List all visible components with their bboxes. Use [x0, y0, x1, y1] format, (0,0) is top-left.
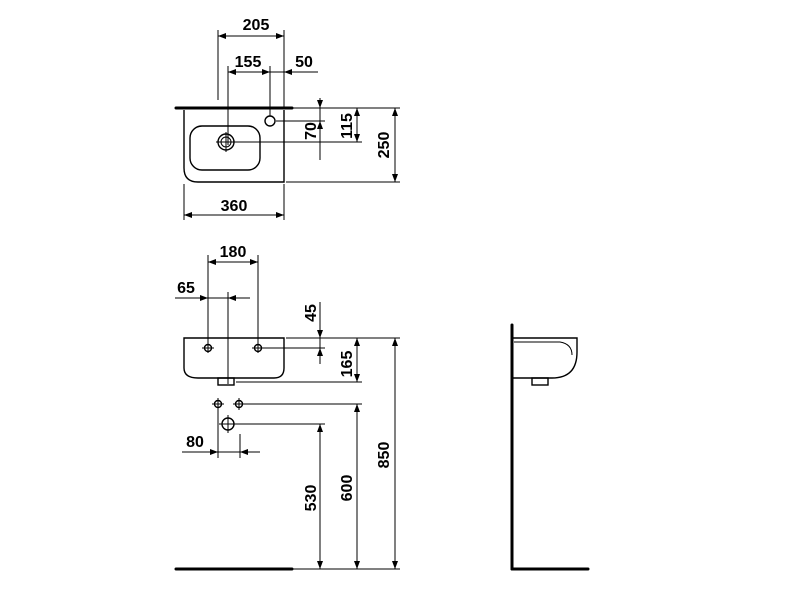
dim-top-depth-tap: 70 — [303, 122, 320, 140]
top-view-basin-outline — [183, 110, 285, 183]
dim-front-bolt-offset: 65 — [177, 280, 195, 297]
dim-front-bolt-height: 45 — [303, 304, 320, 322]
dim-top-width: 205 — [243, 17, 270, 34]
front-view-basin-outline — [183, 337, 285, 379]
dim-top-depth-hole: 115 — [339, 113, 356, 139]
dim-top-depth: 250 — [376, 132, 393, 159]
dim-top-tap-offset: 155 — [235, 54, 262, 71]
dim-supply-height: 600 — [339, 475, 356, 502]
dim-basin-height: 850 — [376, 442, 393, 469]
side-view-waste-outlet — [531, 377, 549, 386]
top-view-inner-bowl — [189, 125, 261, 171]
dim-top-length: 360 — [221, 198, 248, 215]
dim-front-bolt-spacing: 180 — [220, 244, 247, 261]
dim-waste-height: 530 — [303, 485, 320, 512]
side-view — [510, 323, 590, 571]
front-view: 180 65 45 165 — [174, 244, 400, 571]
top-view-tap-hole — [264, 115, 276, 127]
dim-front-height: 165 — [339, 351, 356, 378]
top-view: 205 155 50 70 115 250 36 — [174, 17, 400, 220]
front-view-waste-outlet — [217, 377, 235, 386]
dim-top-tap-edge: 50 — [295, 54, 313, 71]
dim-waste-offset: 80 — [186, 434, 204, 451]
side-view-basin-outline — [512, 337, 578, 379]
